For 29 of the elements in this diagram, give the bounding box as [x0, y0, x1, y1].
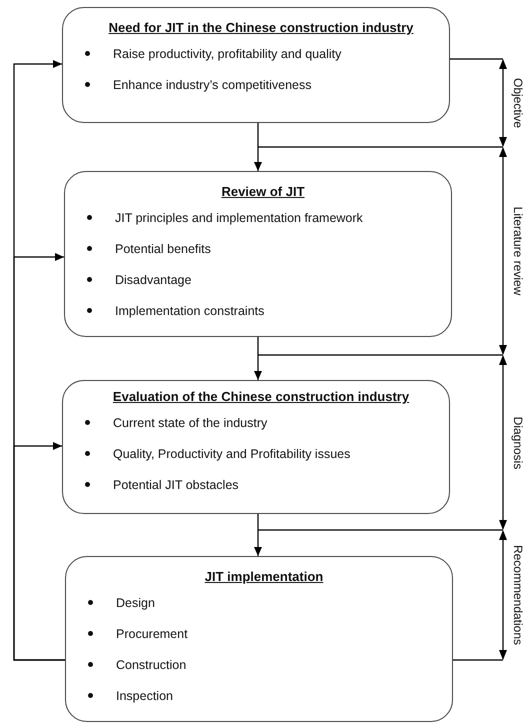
list-item-text: Construction: [116, 656, 186, 672]
box-heading: Review of JIT: [221, 184, 305, 199]
list-item-text: JIT principles and implementation framework: [115, 210, 363, 226]
phase-label: Recommendations: [511, 544, 525, 646]
list-item-text: Potential JIT obstacles: [113, 476, 239, 492]
arrow: [254, 337, 262, 380]
box-heading: Evaluation of the Chinese construction industry: [112, 389, 410, 404]
list-item-text: Disadvantage: [115, 272, 192, 288]
box-heading: Need for JIT in the Chinese construction industry: [108, 20, 414, 35]
phase-label: Diagnosis: [511, 416, 525, 469]
phase-label: Literature review: [511, 206, 525, 296]
arrow: [254, 123, 262, 171]
list-item-text: Implementation constraints: [115, 302, 264, 318]
process-box: [64, 171, 452, 337]
phase-label: Objective: [511, 78, 525, 128]
list-item-text: Design: [116, 594, 155, 610]
process-box: [62, 7, 450, 123]
arrow: [254, 514, 262, 556]
process-box: [65, 556, 453, 722]
arrow: [13, 442, 65, 661]
list-item-text: Raise productivity, profitability and quality: [113, 46, 342, 62]
box-heading: JIT implementation: [204, 569, 324, 584]
list-item-text: Current state of the industry: [113, 414, 268, 430]
list-item-text: Inspection: [116, 688, 173, 704]
list-item-text: Quality, Productivity and Profitability issues: [113, 446, 350, 462]
list-item-text: Enhance industry’s competitiveness: [113, 76, 312, 92]
list-item-text: Procurement: [116, 626, 188, 642]
process-box: [62, 380, 450, 514]
list-item-text: Potential benefits: [115, 240, 211, 256]
